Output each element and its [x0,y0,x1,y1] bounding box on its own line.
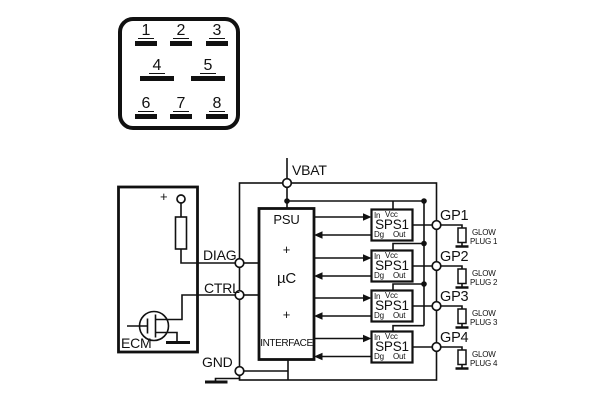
pin-number: 2 [172,23,190,39]
glow-plug-line1: GLOW [472,228,496,237]
signal-arrowheads [314,213,372,361]
resistor-icon [174,216,188,250]
gp1-pin [431,219,442,231]
glow-plug-line2: PLUG 2 [470,277,498,287]
sps-in-label: In [374,333,381,342]
mcu-label: µC [276,270,297,287]
gp2-label: GP2 [440,249,469,265]
diag-label: DIAG [203,247,237,263]
ecm-box [117,185,199,354]
pin-number: 6 [137,96,155,112]
resistor-icon [457,308,467,325]
gnd-pin [234,365,245,377]
ecm-label: ECM [121,335,152,351]
glow-plug-line2: PLUG 1 [470,236,498,246]
sps-name-label: SPS1 [375,257,409,273]
glow-plug-2 [440,265,469,289]
glow-plug-4 [440,346,469,370]
gnd-wire [205,359,289,384]
gp2-pin [431,260,442,272]
sps-out-label: Out [393,352,406,361]
connector-outline [118,17,240,130]
sps-dg-label: Dg [374,271,384,280]
gp4-pin [431,341,442,353]
sps-in-label: In [374,252,381,261]
sps-vcc-label: Vcc [385,331,398,341]
pin-slot-icon [170,114,192,119]
connector-pin-1: 1 [128,22,164,46]
sps-vcc-label: Vcc [385,209,398,219]
pin-slot-icon [191,76,225,81]
pin-slot-icon [135,114,157,119]
sps-out-label: Out [393,230,406,239]
vbat-label: VBAT [292,162,327,178]
pin-number: 8 [208,96,226,112]
pin-slot-icon [206,114,228,119]
sps-vcc-label: Vcc [385,290,398,300]
glow-plug-line1: GLOW [472,350,496,359]
module-boundary [238,182,438,381]
interface-label: INTERFACE [260,338,313,349]
resistor-icon [457,268,467,285]
resistor-icon [457,349,467,366]
glow-plug-line1: GLOW [472,269,496,278]
ecm-transistor [127,294,236,344]
pin-slot-icon [206,41,228,46]
sps-control-lines [314,216,372,358]
connector-pin-8: 8 [199,95,235,119]
resistor-icon [457,227,467,244]
connector-pin-2: 2 [163,22,199,46]
gp3-label: GP3 [440,289,469,305]
glow-plug-line1: GLOW [472,309,496,318]
pin-number: 1 [137,23,155,39]
sps-name-label: SPS1 [375,297,409,313]
connector-pin-5: 5 [190,57,226,81]
connector-pin-6: 6 [128,95,164,119]
pin-number: 7 [172,96,190,112]
ecm-plus-terminal [176,194,186,204]
gnd-label: GND [202,354,233,370]
sps-dg-label: Dg [374,311,384,320]
pin-number: 3 [208,23,226,39]
pin-number: 4 [148,58,166,74]
vbat-pin [281,177,293,189]
diag-pin [234,257,245,269]
glow-plug-3 [440,305,469,329]
gp3-pin [431,300,442,312]
glow-plug-1 [440,224,469,248]
sps-out-label: Out [393,311,406,320]
sps-name-label: SPS1 [375,338,409,354]
connector-pin-3: 3 [199,22,235,46]
sps-in-label: In [374,292,381,301]
sps-dg-label: Dg [374,230,384,239]
connector-pin-4: 4 [139,57,175,81]
plus-top-label: + [282,242,291,257]
ecm-pullup-wire [174,203,236,264]
psu-label: PSU [273,212,300,227]
junction-dots [284,198,427,287]
sps-vcc-label: Vcc [385,250,398,260]
plus-bottom-label: + [282,307,291,322]
gp-output-wires [412,224,433,348]
pin-slot-icon [135,41,157,46]
sps-in-label: In [374,211,381,220]
sps-dg-label: Dg [374,352,384,361]
ecm-plus-label: + [160,189,168,204]
ctrl-pin [234,289,245,301]
gp4-label: GP4 [440,330,469,346]
pin-number: 5 [199,58,217,74]
glow-plug-line2: PLUG 4 [470,358,498,368]
sps-out-label: Out [393,271,406,280]
glow-plug-line2: PLUG 3 [470,317,498,327]
pin-slot-icon [170,41,192,46]
pin-slot-icon [140,76,174,81]
ctrl-label: CTRL [204,280,240,296]
gp1-label: GP1 [440,208,469,224]
connector-pin-7: 7 [163,95,199,119]
sps-name-label: SPS1 [375,216,409,232]
